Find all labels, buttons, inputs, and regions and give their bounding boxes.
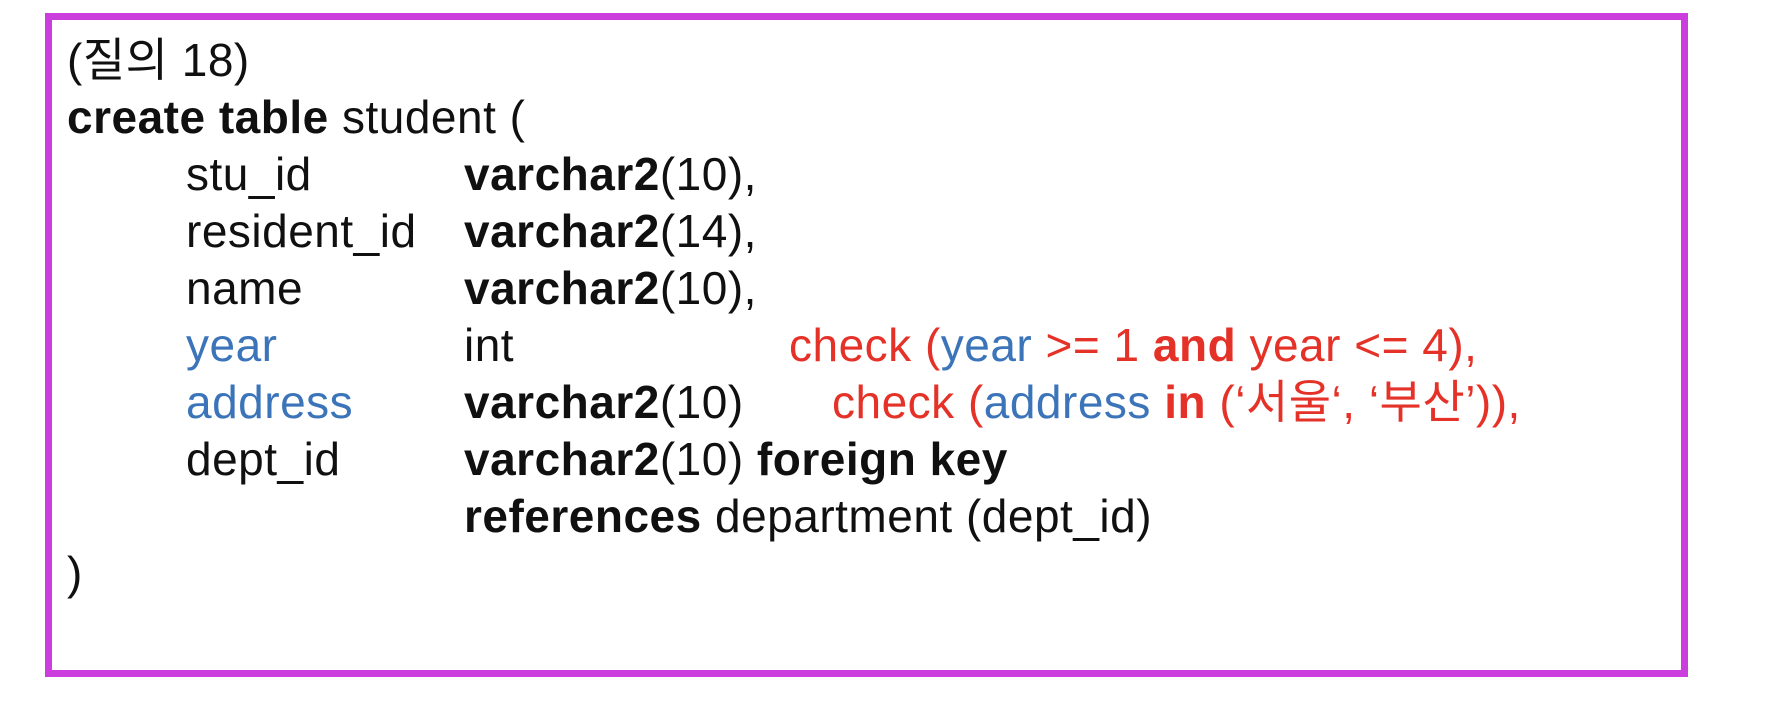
closing-paren: ): [67, 545, 1671, 602]
condition-text: year <= 4),: [1236, 319, 1478, 371]
paren: ): [67, 547, 83, 599]
check-keyword: check (: [832, 376, 984, 428]
space: [1151, 376, 1164, 428]
column-name: year: [186, 319, 278, 371]
type-size: (10),: [659, 262, 757, 314]
create-table-line: create table student (: [67, 89, 1671, 146]
references-keyword: references: [464, 490, 702, 542]
foreign-key-keyword: foreign key: [756, 433, 1008, 485]
type-group: varchar2(10): [464, 374, 832, 431]
column-name: stu_id: [186, 148, 312, 200]
type-keyword: varchar2: [464, 376, 660, 428]
column-name: dept_id: [186, 433, 341, 485]
query-label: (질의 18): [67, 32, 1671, 89]
type-size: (10),: [659, 148, 757, 200]
and-keyword: and: [1152, 319, 1237, 371]
column-ref: address: [983, 376, 1151, 428]
column-name: address: [186, 376, 354, 428]
column-stu-id: stu_id varchar2(10),: [67, 146, 1671, 203]
column-ref: year: [940, 319, 1033, 371]
table-name: student (: [328, 91, 526, 143]
in-keyword: in: [1164, 376, 1207, 428]
type-keyword: varchar2: [464, 148, 660, 200]
column-name: name varchar2(10),: [67, 260, 1671, 317]
column-dept-id: dept_id varchar2(10) foreign key: [67, 431, 1671, 488]
type-size: (10): [659, 376, 744, 428]
references-line: references department (dept_id): [67, 488, 1671, 545]
type-size: (10): [659, 433, 757, 485]
type-size: (14),: [659, 205, 757, 257]
condition-text: >= 1: [1032, 319, 1153, 371]
reference-target: department (dept_id): [701, 490, 1153, 542]
type-keyword: varchar2: [464, 433, 660, 485]
column-name: resident_id: [186, 205, 417, 257]
check-keyword: check (: [789, 319, 941, 371]
type-keyword: int: [464, 319, 515, 371]
create-table-keyword: create table: [67, 91, 329, 143]
column-resident-id: resident_id varchar2(14),: [67, 203, 1671, 260]
type-keyword: varchar2: [464, 205, 660, 257]
column-name: name: [186, 262, 304, 314]
value-list: (‘서울‘, ‘부산’)),: [1206, 376, 1521, 428]
query-number: (질의 18): [67, 34, 250, 86]
type-keyword: varchar2: [464, 262, 660, 314]
